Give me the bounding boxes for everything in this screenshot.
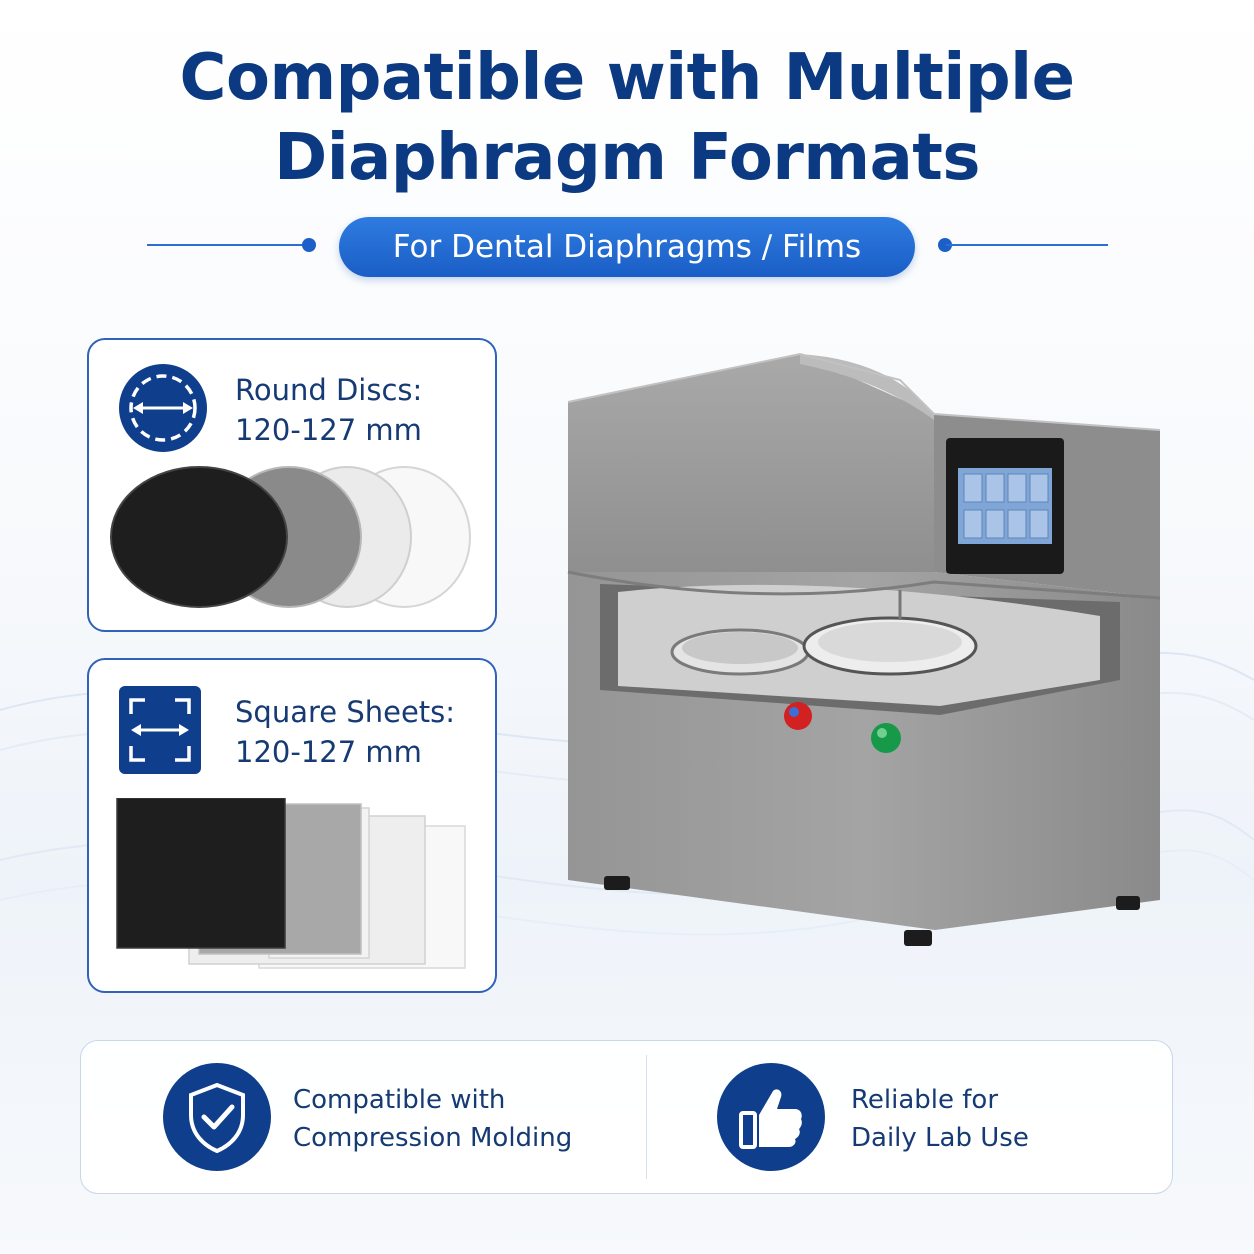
- square-sheets-label: Square Sheets:: [235, 695, 456, 729]
- molding-machine-illustration: [567, 352, 1161, 946]
- subtitle-dot-right: [938, 238, 952, 252]
- feature-reliable-line1: Reliable for: [851, 1085, 999, 1115]
- round-discs-illustration: [110, 466, 471, 608]
- subtitle-rule-left: [147, 244, 309, 246]
- feature-compression-text: Compatible with Compression Molding: [293, 1081, 572, 1157]
- feature-reliable-line2: Daily Lab Use: [851, 1123, 1029, 1153]
- square-sheets-title: Square Sheets: 120-127 mm: [235, 692, 455, 772]
- feature-compression-line1: Compatible with: [293, 1085, 506, 1115]
- subtitle-dot-left: [302, 238, 316, 252]
- circle-diameter-icon: [119, 364, 207, 452]
- square-dimension-icon: [119, 686, 201, 774]
- title-line-1: Compatible with Multiple: [179, 41, 1075, 115]
- square-sheets-size: 120-127 mm: [235, 735, 422, 769]
- square-sheets-illustration: [116, 798, 466, 969]
- page-title: Compatible with Multiple Diaphragm Forma…: [0, 38, 1254, 198]
- feature-divider: [646, 1055, 647, 1179]
- title-line-2: Diaphragm Formats: [274, 121, 980, 195]
- feature-bar: Compatible with Compression Molding Reli…: [80, 1040, 1173, 1194]
- subtitle-pill: For Dental Diaphragms / Films: [339, 217, 915, 277]
- thumbs-up-icon: [717, 1063, 825, 1171]
- round-discs-size: 120-127 mm: [235, 413, 422, 447]
- round-discs-title: Round Discs: 120-127 mm: [235, 370, 422, 450]
- subtitle-rule-right: [946, 244, 1108, 246]
- shield-check-icon: [163, 1063, 271, 1171]
- feature-reliable-text: Reliable for Daily Lab Use: [851, 1081, 1029, 1157]
- feature-compression-line2: Compression Molding: [293, 1123, 573, 1153]
- square-sheets-card: Square Sheets: 120-127 mm: [87, 658, 497, 993]
- round-discs-label: Round Discs:: [235, 373, 423, 407]
- round-discs-card: Round Discs: 120-127 mm: [87, 338, 497, 632]
